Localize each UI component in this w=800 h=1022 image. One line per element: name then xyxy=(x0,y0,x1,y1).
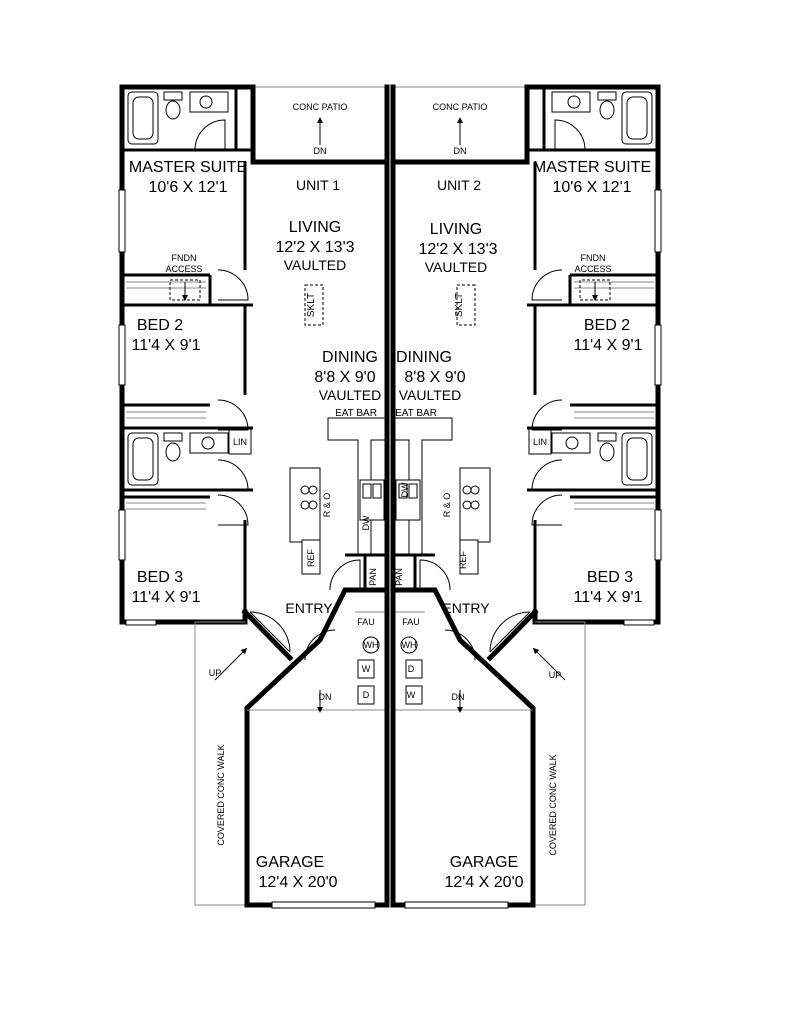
master-suite-dims: 10'6 X 12'1 xyxy=(552,179,631,196)
bed2-name: BED 2 xyxy=(584,317,630,334)
living-name: LIVING xyxy=(430,221,482,238)
bed3-dims: 11'4 X 9'1 xyxy=(132,589,201,606)
master-suite-name: MASTER SUITE xyxy=(129,159,247,176)
dryer-label: D xyxy=(363,690,370,700)
living-note: VAULTED xyxy=(284,257,347,273)
patio-dn-label: DN xyxy=(454,146,467,156)
bed3-dims: 11'4 X 9'1 xyxy=(574,589,643,606)
skylight-label: SKLT xyxy=(454,293,465,317)
pantry-label: PAN xyxy=(368,568,378,586)
unit-left-labels: CONC PATIO DN MASTER SUITE 10'6 X 12'1 U… xyxy=(129,102,381,891)
covered-walk-label: COVERED CONC WALK xyxy=(548,754,558,855)
dishwasher-label: DW xyxy=(400,482,410,497)
fndn-label: FNDN xyxy=(581,253,606,263)
eat-bar-label: EAT BAR xyxy=(335,408,377,419)
entry-label: ENTRY xyxy=(442,600,490,616)
skylight-label: SKLT xyxy=(306,293,317,317)
walk-up-label: UP xyxy=(549,670,562,680)
washer-label: W xyxy=(407,690,416,700)
garage-dn-label: DN xyxy=(452,692,465,702)
living-name: LIVING xyxy=(289,219,341,236)
ref-label: REF xyxy=(458,550,468,569)
bed3-name: BED 3 xyxy=(587,569,633,586)
dining-note: VAULTED xyxy=(319,387,382,403)
fau-label: FAU xyxy=(402,617,420,627)
living-dims: 12'2 X 13'3 xyxy=(275,239,354,256)
living-dims: 12'2 X 13'3 xyxy=(418,241,497,258)
bed2-dims: 11'4 X 9'1 xyxy=(132,337,201,354)
garage-dims: 12'4 X 20'0 xyxy=(258,874,337,891)
access-label: ACCESS xyxy=(574,264,611,274)
dryer-label: D xyxy=(408,664,415,674)
range-label: R & O xyxy=(442,493,452,518)
dining-name: DINING xyxy=(322,349,378,366)
dishwasher-label: DW xyxy=(361,515,371,530)
bed2-name: BED 2 xyxy=(137,317,183,334)
patio-label: CONC PATIO xyxy=(433,102,488,112)
dining-dims: 8'8 X 9'0 xyxy=(404,369,465,386)
bed3-name: BED 3 xyxy=(137,569,183,586)
pantry-label: PAN xyxy=(394,568,404,586)
walk-up-label: UP xyxy=(209,668,222,678)
master-suite-dims: 10'6 X 12'1 xyxy=(148,179,227,196)
unit-label: UNIT 2 xyxy=(437,177,481,193)
ref-label: REF xyxy=(306,548,316,567)
unit-right-walls xyxy=(393,87,661,908)
entry-label: ENTRY xyxy=(285,600,333,616)
access-label: ACCESS xyxy=(165,264,202,274)
unit-right-labels: CONC PATIO DN MASTER SUITE 10'6 X 12'1 U… xyxy=(394,102,651,891)
garage-name: GARAGE xyxy=(450,854,518,871)
garage-dn-label: DN xyxy=(319,692,332,702)
covered-walk-label: COVERED CONC WALK xyxy=(216,744,226,845)
eat-bar-label: EAT BAR xyxy=(395,408,437,419)
garage-name: GARAGE xyxy=(256,854,324,871)
patio-label: CONC PATIO xyxy=(293,102,348,112)
range-label: R & O xyxy=(322,493,332,518)
bed2-dims: 11'4 X 9'1 xyxy=(574,337,643,354)
dining-name: DINING xyxy=(396,349,452,366)
dining-dims: 8'8 X 9'0 xyxy=(314,369,375,386)
linen-label: LIN xyxy=(233,437,247,447)
patio-dn-label: DN xyxy=(314,146,327,156)
water-heater-label: WH xyxy=(364,640,379,650)
living-note: VAULTED xyxy=(425,259,488,275)
water-heater-label: WH xyxy=(402,640,417,650)
linen-label: LIN xyxy=(533,437,547,447)
garage-dims: 12'4 X 20'0 xyxy=(444,874,523,891)
unit-left-walls xyxy=(119,87,387,908)
fau-label: FAU xyxy=(357,617,375,627)
unit-label: UNIT 1 xyxy=(296,177,340,193)
dining-note: VAULTED xyxy=(399,387,462,403)
fndn-label: FNDN xyxy=(172,253,197,263)
master-suite-name: MASTER SUITE xyxy=(533,159,651,176)
washer-label: W xyxy=(362,664,371,674)
